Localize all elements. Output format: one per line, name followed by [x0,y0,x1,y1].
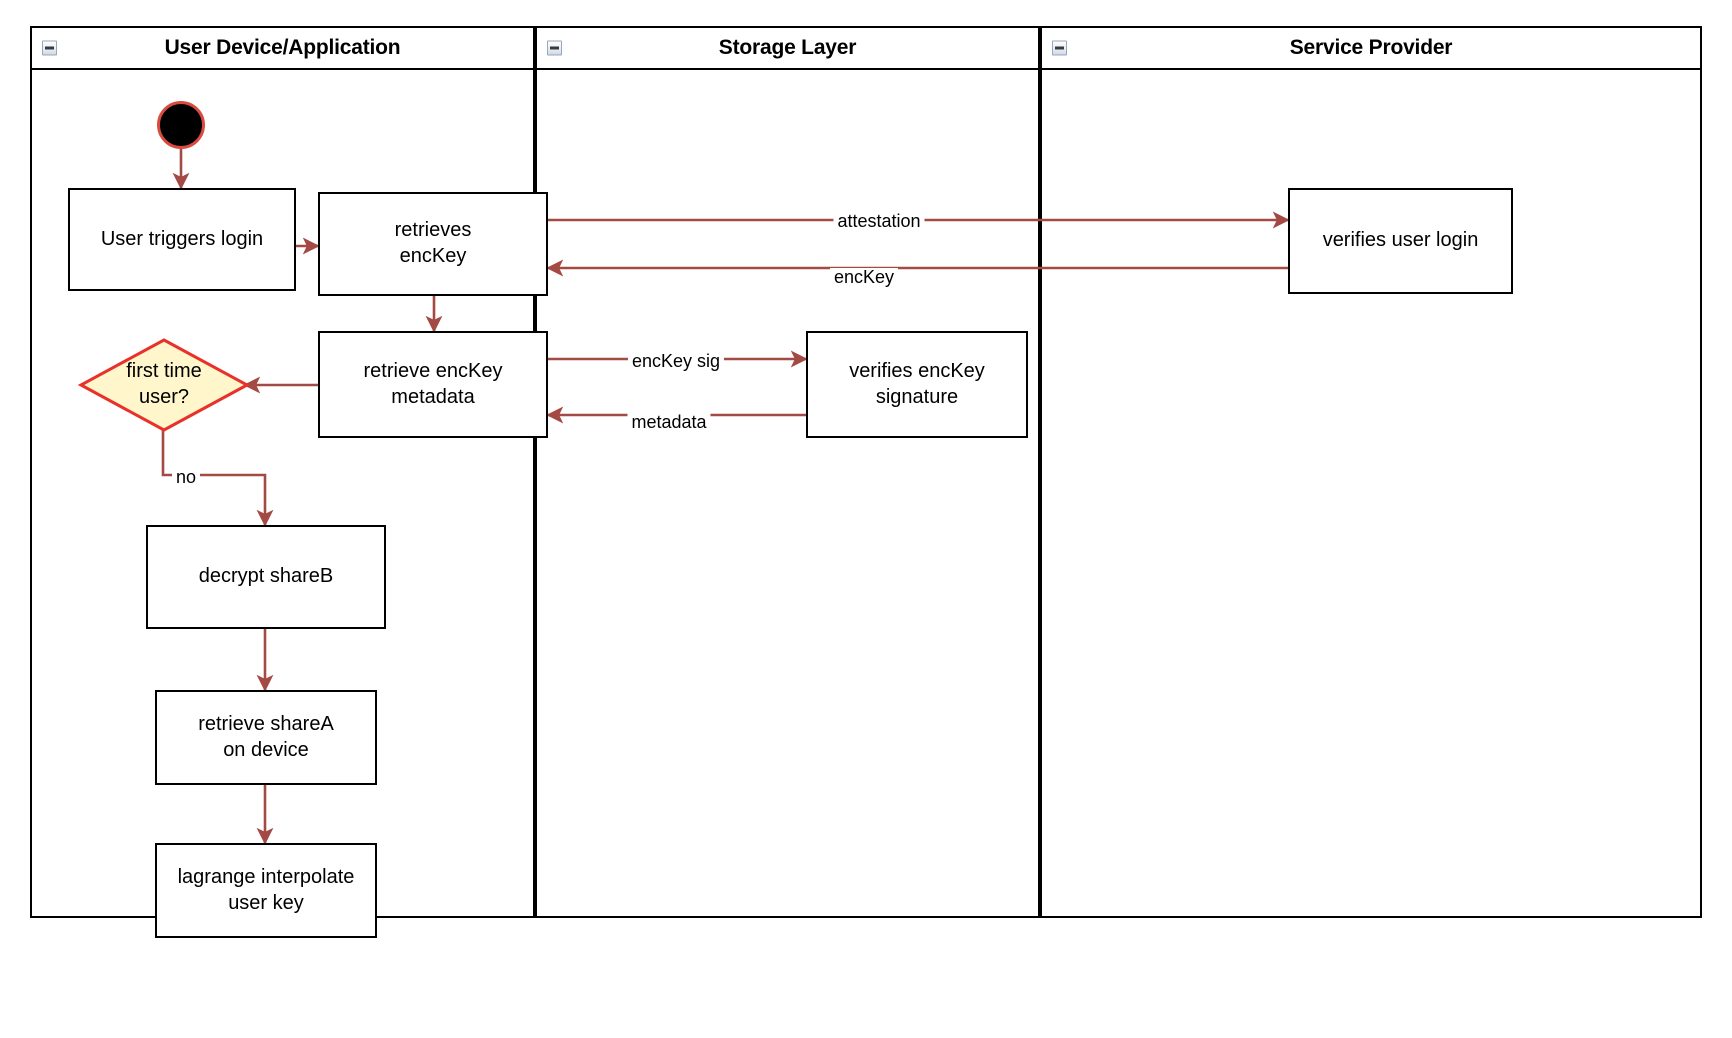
edge-label-no: no [171,468,201,486]
diamond-shape [78,338,250,432]
swimlane-title-user-device: User Device/Application [164,36,401,59]
start-node[interactable] [157,101,205,149]
node-lagrange-interpolate-user-key[interactable]: lagrange interpolate user key [155,843,377,938]
swimlane-storage-layer[interactable]: Storage Layer [535,26,1040,918]
collapse-minus-icon[interactable] [1052,40,1067,56]
node-verifies-enckey-signature[interactable]: verifies encKey signature [806,331,1028,438]
node-decrypt-shareb[interactable]: decrypt shareB [146,525,386,629]
swimlane-header-service-provider[interactable]: Service Provider [1042,28,1700,70]
node-retrieve-enckey-metadata[interactable]: retrieve encKey metadata [318,331,548,438]
collapse-minus-icon[interactable] [42,40,57,56]
edge-label-enckey: encKey [829,268,899,286]
swimlane-title-storage-layer: Storage Layer [718,36,857,59]
node-retrieve-sharea-on-device[interactable]: retrieve shareA on device [155,690,377,785]
node-user-triggers-login[interactable]: User triggers login [68,188,296,291]
collapse-minus-icon[interactable] [547,40,562,56]
edge-label-enckey-sig: encKey sig [627,352,725,370]
node-first-time-user-label: first time user? [126,360,202,408]
node-verifies-user-login[interactable]: verifies user login [1288,188,1513,294]
swimlane-title-service-provider: Service Provider [1289,36,1453,59]
swimlane-header-storage-layer[interactable]: Storage Layer [537,28,1038,70]
node-retrieves-enckey[interactable]: retrieves encKey [318,192,548,296]
edge-label-metadata: metadata [627,413,711,431]
edge-label-attestation: attestation [833,212,925,230]
swimlane-service-provider[interactable]: Service Provider [1040,26,1702,918]
swimlane-header-user-device[interactable]: User Device/Application [32,28,533,70]
node-first-time-user[interactable]: first time user? [78,337,250,433]
